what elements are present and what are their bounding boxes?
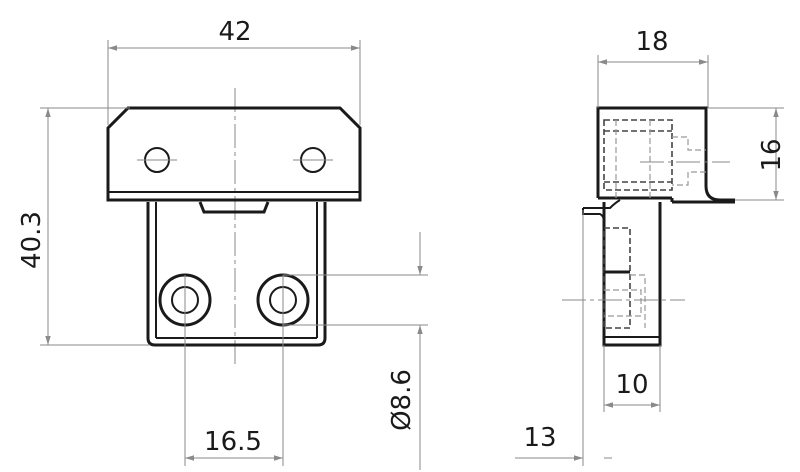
dim-width-18: 18 bbox=[635, 27, 668, 57]
hook bbox=[596, 106, 735, 202]
dim-height-40-3: 40.3 bbox=[17, 211, 47, 269]
dim-hole-diameter: Ø8.6 bbox=[387, 369, 417, 431]
dim-width-10: 10 bbox=[615, 370, 648, 400]
side-view: 18 16 10 13 bbox=[515, 27, 787, 466]
dim-width-42: 42 bbox=[218, 17, 251, 47]
slot bbox=[198, 201, 270, 214]
small-hole-right bbox=[293, 147, 333, 173]
small-hole-left bbox=[137, 147, 177, 173]
hinge-body bbox=[146, 202, 327, 347]
dim-height-16: 16 bbox=[757, 138, 787, 171]
front-view: 42 40.3 16.5 Ø8.6 bbox=[17, 17, 428, 470]
dim-offset-13: 13 bbox=[523, 423, 556, 453]
dim-hole-spacing-16-5: 16.5 bbox=[204, 427, 262, 457]
